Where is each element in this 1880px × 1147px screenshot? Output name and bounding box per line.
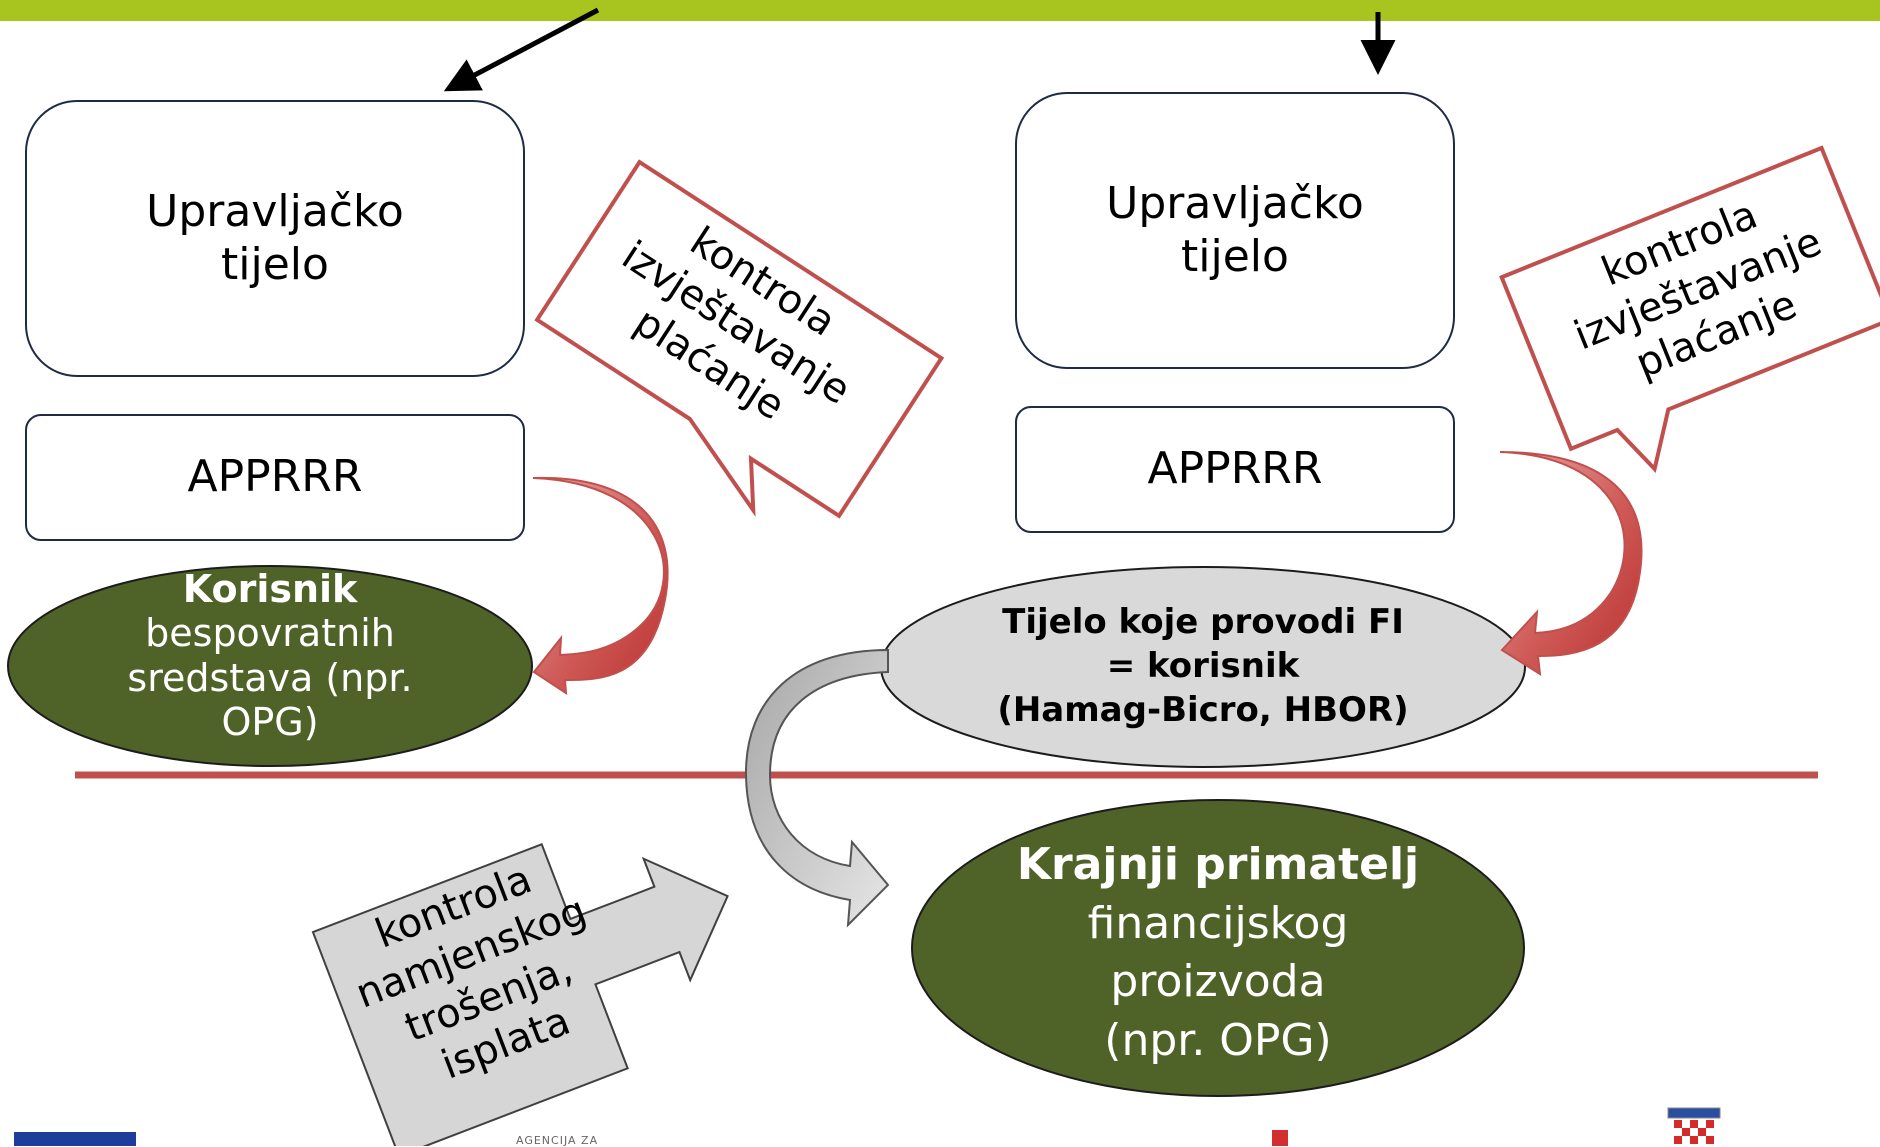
- left-agency-box: APPRRR: [25, 414, 525, 541]
- right-red-curved-arrow: [1499, 451, 1643, 676]
- top-accent-bar: [0, 0, 1880, 21]
- arrow-to-left-authority: [443, 7, 600, 92]
- beneficiary-desc-1: bespovratnih: [145, 611, 395, 656]
- beneficiary-label: Korisnik bespovratnih sredstava (npr. OP…: [60, 567, 480, 745]
- final-recipient-desc-2: proizvoda: [1110, 956, 1326, 1008]
- left-authority-line-1: Upravljačko: [146, 185, 404, 237]
- final-recipient-label: Krajnji primatelj financijskog proizvoda…: [960, 836, 1476, 1070]
- left-agency-label: APPRRR: [187, 451, 363, 503]
- final-recipient-ellipse: [911, 799, 1525, 1097]
- implementing-body-line-1: Tijelo koje provodi FI: [1002, 602, 1404, 642]
- left-callout-shape: [534, 159, 945, 519]
- final-recipient-desc-3: (npr. OPG): [1104, 1014, 1332, 1066]
- grey-curved-arrow: [744, 648, 890, 928]
- implementing-body-label: Tijelo koje provodi FI = korisnik (Hamag…: [930, 600, 1476, 733]
- beneficiary-desc-3: OPG): [221, 700, 319, 745]
- agency-logo-text: AGENCIJA ZA: [516, 1134, 599, 1147]
- implementing-body-line-3: (Hamag-Bicro, HBOR): [997, 690, 1409, 731]
- final-recipient-title: Krajnji primatelj: [1016, 839, 1420, 890]
- left-red-curved-arrow: [532, 476, 669, 695]
- right-agency-box: APPRRR: [1015, 406, 1455, 533]
- beneficiary-desc-2: sredstava (npr.: [127, 655, 413, 700]
- croatian-coat-of-arms-logo: [1667, 1107, 1721, 1144]
- eu-flag-logo: [14, 1132, 136, 1146]
- beneficiary-ellipse: [7, 565, 533, 767]
- right-authority-line-2: tijelo: [1181, 230, 1289, 282]
- bottom-callout-arrow-shape: [311, 843, 729, 1146]
- left-authority-line-2: tijelo: [221, 238, 329, 290]
- right-authority-line-1: Upravljačko: [1106, 177, 1364, 229]
- implementing-body-line-2: = korisnik: [1106, 646, 1300, 687]
- beneficiary-title: Korisnik: [182, 567, 358, 611]
- right-agency-label: APPRRR: [1147, 443, 1323, 495]
- right-callout-shape: [1499, 145, 1880, 473]
- final-recipient-desc-1: financijskog: [1087, 897, 1349, 949]
- partner-logo: [1272, 1130, 1288, 1146]
